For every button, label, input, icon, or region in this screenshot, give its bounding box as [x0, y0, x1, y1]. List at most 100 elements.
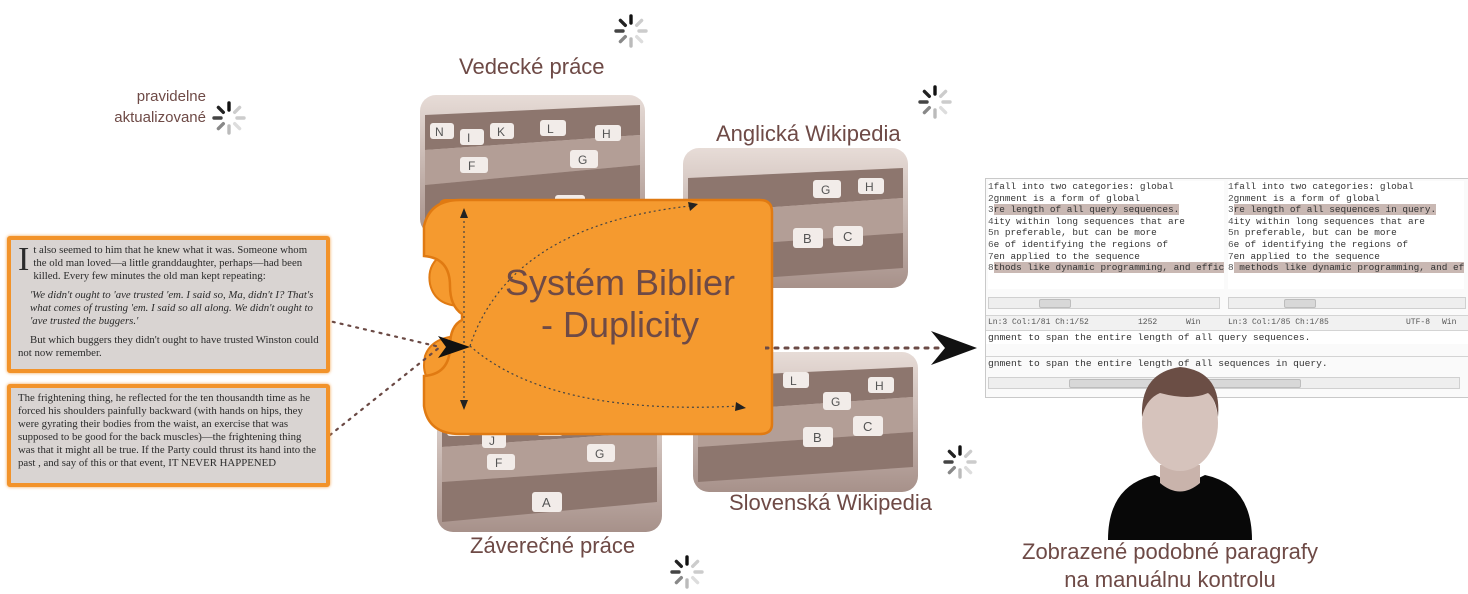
editor-line: 2gnment is a form of global: [1228, 193, 1464, 205]
label-pravidelne-aktualizovane: pravidelne aktualizované: [90, 86, 206, 128]
status-left-encoding: Win: [1186, 318, 1201, 327]
label-zaverecne-prace: Záverečné práce: [470, 533, 636, 558]
line-text: re length of all sequences in query.: [1233, 204, 1437, 216]
svg-text:G: G: [578, 153, 587, 167]
svg-text:H: H: [865, 180, 874, 194]
caption-line2: na manuálnu kontrolu: [1064, 567, 1276, 592]
svg-text:K: K: [497, 125, 505, 139]
editor-line: 5n preferable, but can be more: [988, 227, 1224, 239]
line-number: 6: [988, 238, 994, 250]
editor-line: 1fall into two categories: global: [1228, 181, 1464, 193]
center-title: Systém Biblier - Duplicity: [470, 262, 770, 346]
svg-text:H: H: [602, 127, 611, 141]
loading-icon: [614, 14, 648, 48]
svg-text:G: G: [595, 447, 604, 461]
svg-text:B: B: [803, 231, 812, 246]
svg-text:A: A: [542, 495, 551, 510]
svg-text:B: B: [813, 430, 822, 445]
line-number: 2: [1228, 192, 1234, 204]
status-right-position: Ln:3 Col:1/85 Ch:1/85: [1228, 318, 1329, 327]
label-slovenska-wikipedia: Slovenská Wikipedia: [729, 490, 932, 515]
line-text: thods like dynamic programming, and effi…: [993, 262, 1224, 274]
status-bar: Ln:3 Col:1/81 Ch:1/52 1252 Win Ln:3 Col:…: [986, 315, 1468, 330]
line-number: 2: [988, 192, 994, 204]
svg-text:I: I: [467, 131, 470, 145]
svg-text:C: C: [843, 229, 852, 244]
line-number: 8: [988, 262, 994, 274]
editor-line: 1fall into two categories: global: [988, 181, 1224, 193]
svg-text:L: L: [547, 122, 554, 136]
output-arrow: [765, 331, 977, 365]
line-text: gnment is a form of global: [1233, 192, 1380, 204]
left-scrollbar[interactable]: [988, 297, 1220, 309]
person-icon: [1108, 367, 1252, 540]
editor-line: 7en applied to the sequence: [988, 251, 1224, 263]
editor-line: 2gnment is a form of global: [988, 193, 1224, 205]
line-number: 1: [1228, 181, 1234, 192]
drop-cap: I: [18, 241, 30, 278]
loading-icon: [943, 445, 977, 479]
line-number: 6: [1228, 238, 1234, 250]
svg-text:H: H: [875, 379, 884, 393]
line-text: en applied to the sequence: [993, 250, 1140, 262]
svg-text:F: F: [495, 456, 502, 470]
line-text: e of identifying the regions of: [993, 238, 1169, 250]
compare-line-1: gnment to span the entire length of all …: [986, 330, 1468, 344]
svg-text:N: N: [435, 125, 444, 139]
loading-icon: [918, 85, 952, 119]
line-number: 1: [988, 181, 994, 192]
line-text: gnment is a form of global: [993, 192, 1140, 204]
compare-line-text: gnment to span the entire length of all …: [988, 332, 1311, 343]
editor-line: 3re length of all sequences in query.: [1228, 204, 1464, 216]
scroll-thumb[interactable]: [1039, 299, 1071, 308]
center-title-line2: - Duplicity: [540, 304, 700, 345]
svg-text:L: L: [790, 374, 797, 388]
label-line: aktualizované: [114, 109, 206, 126]
document-excerpt-2: The frightening thing, he reflected for …: [7, 384, 330, 487]
editor-line: 6e of identifying the regions of: [988, 239, 1224, 251]
line-number: 8: [1228, 262, 1234, 274]
editor-line: 8 methods like dynamic programming, and …: [1228, 262, 1464, 274]
line-text: re length of all query sequences.: [993, 204, 1180, 216]
scroll-thumb[interactable]: [1284, 299, 1316, 308]
line-number: 5: [1228, 227, 1234, 239]
line-number: 3: [988, 204, 994, 216]
line-text: n preferable, but can be more: [1233, 227, 1397, 239]
line-number: 4: [1228, 215, 1234, 227]
loading-icon: [670, 555, 704, 589]
line-text: ity within long sequences that are: [1233, 215, 1425, 227]
connector-lines: [323, 318, 470, 437]
editor-line: 6e of identifying the regions of: [1228, 239, 1464, 251]
line-number: 7: [1228, 250, 1234, 262]
line-number: 5: [988, 227, 994, 239]
status-left-position: Ln:3 Col:1/81 Ch:1/52: [988, 318, 1089, 327]
caption-line1: Zobrazené podobné paragrafy: [1022, 539, 1318, 564]
status-left-size: 1252: [1138, 318, 1158, 327]
svg-text:G: G: [831, 395, 840, 409]
paragraph: But which buggers they didn't ought to h…: [18, 334, 319, 359]
paragraph: The frightening thing, he reflected for …: [18, 392, 317, 469]
editor-line: 3re length of all query sequences.: [988, 204, 1224, 216]
label-anglicka-wikipedia: Anglická Wikipedia: [716, 121, 901, 146]
svg-text:G: G: [821, 183, 830, 197]
editor-line: 4ity within long sequences that are: [1228, 216, 1464, 228]
label-line: pravidelne: [136, 88, 206, 105]
line-text: n preferable, but can be more: [993, 227, 1157, 239]
line-text: fall into two categories: global: [1233, 181, 1414, 192]
status-right-encoding: UTF-8: [1406, 318, 1431, 327]
status-right-eol: Win: [1442, 318, 1457, 327]
right-scrollbar[interactable]: [1228, 297, 1466, 309]
line-text: en applied to the sequence: [1233, 250, 1380, 262]
caption: Zobrazené podobné paragrafy na manuálnu …: [1020, 538, 1320, 594]
label-vedecke-prace: Vedecké práce: [459, 54, 605, 79]
loading-icon: [212, 101, 246, 135]
line-number: 3: [1228, 204, 1234, 216]
svg-text:C: C: [863, 419, 872, 434]
line-text: fall into two categories: global: [993, 181, 1174, 192]
line-text: ity within long sequences that are: [993, 215, 1185, 227]
